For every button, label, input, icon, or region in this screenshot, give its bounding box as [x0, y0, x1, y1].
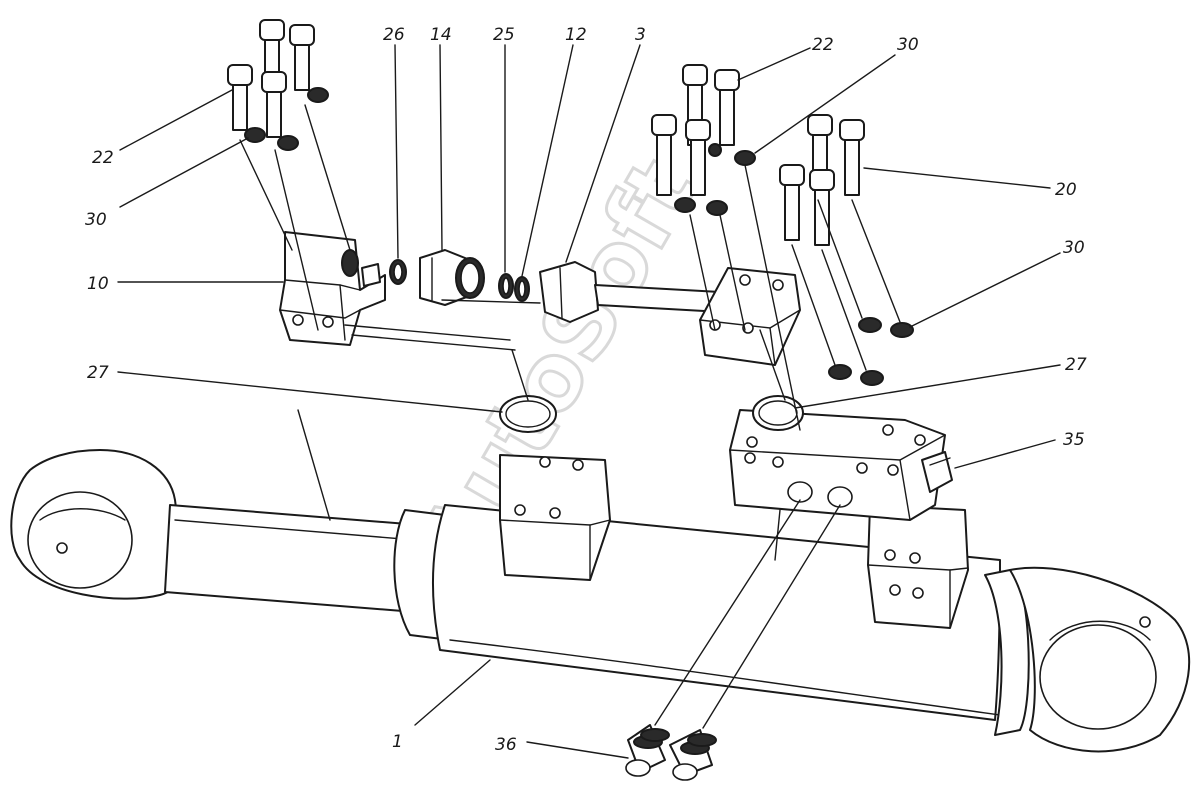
bolts-right — [651, 64, 914, 431]
label-1: 1 — [392, 732, 403, 752]
label-26: 26 — [383, 25, 405, 45]
label-25: 25 — [493, 25, 515, 45]
label-10: 10 — [87, 274, 109, 294]
label-3: 3 — [635, 25, 646, 45]
label-35: 35 — [1063, 430, 1085, 450]
label-27-right: 27 — [1065, 355, 1087, 375]
callout-labels: 22 30 10 27 26 14 25 12 3 22 30 20 30 27… — [85, 25, 1087, 755]
label-14: 14 — [430, 25, 452, 45]
label-30-right: 30 — [1063, 238, 1085, 258]
label-12: 12 — [565, 25, 587, 45]
valve-block — [729, 409, 953, 521]
label-22-right: 22 — [812, 35, 834, 55]
o-ring-left — [499, 395, 557, 433]
nipples — [625, 499, 841, 781]
leader-lines — [117, 44, 1061, 759]
label-30-top-right: 30 — [897, 35, 919, 55]
label-22-left: 22 — [92, 148, 114, 168]
label-20: 20 — [1055, 180, 1077, 200]
right-bracket — [699, 267, 801, 366]
label-30-left: 30 — [85, 210, 107, 230]
bolts-left — [227, 19, 351, 331]
fitting-assembly — [361, 249, 723, 323]
label-27-left: 27 — [87, 363, 109, 383]
label-36: 36 — [495, 735, 517, 755]
left-bracket — [279, 231, 386, 346]
cylinder-body — [10, 449, 1191, 753]
